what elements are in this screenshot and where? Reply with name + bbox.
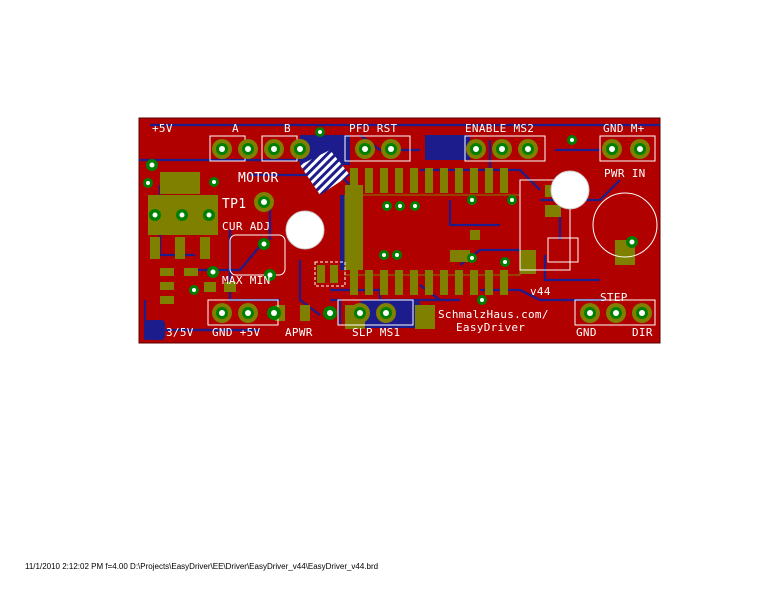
- mounting-hole-left: [285, 210, 325, 250]
- thermal-region: [300, 150, 350, 195]
- plot-footer: 11/1/2010 2:12:02 PM f=4.00 D:\Projects\…: [25, 562, 379, 571]
- label-url-line2: EasyDriver: [456, 321, 525, 334]
- label-b: B: [284, 122, 291, 135]
- label-gnd-plus5v: GND +5V: [212, 326, 261, 339]
- label-slp-ms1: SLP MS1: [352, 326, 400, 339]
- label-plus5v: +5V: [152, 122, 173, 135]
- label-v44: v44: [530, 285, 551, 298]
- label-step: STEP: [600, 291, 628, 304]
- label-3-5v: 3/5V: [166, 326, 194, 339]
- label-max-min: MAX MIN: [222, 274, 270, 287]
- label-pwr-in: PWR IN: [604, 167, 646, 180]
- through-hole-pads: [143, 127, 652, 323]
- label-gnd-mplus: GND M+: [603, 122, 645, 135]
- label-motor: MOTOR: [238, 171, 279, 186]
- label-apwr: APWR: [285, 326, 313, 339]
- label-dir: DIR: [632, 326, 653, 339]
- label-cur-adj: CUR ADJ: [222, 220, 270, 233]
- label-tp1: TP1: [222, 197, 246, 212]
- mounting-hole-right: [550, 170, 590, 210]
- label-a: A: [232, 122, 239, 135]
- silkscreen-labels: +5V A B PFD RST ENABLE MS2 GND M+ MOTOR …: [152, 122, 653, 339]
- label-enable-ms2: ENABLE MS2: [465, 122, 534, 135]
- silkscreen-outlines: [207, 135, 658, 326]
- label-url-line1: SchmalzHaus.com/: [438, 308, 549, 321]
- label-gnd: GND: [576, 326, 597, 339]
- label-pfd-rst: PFD RST: [349, 122, 398, 135]
